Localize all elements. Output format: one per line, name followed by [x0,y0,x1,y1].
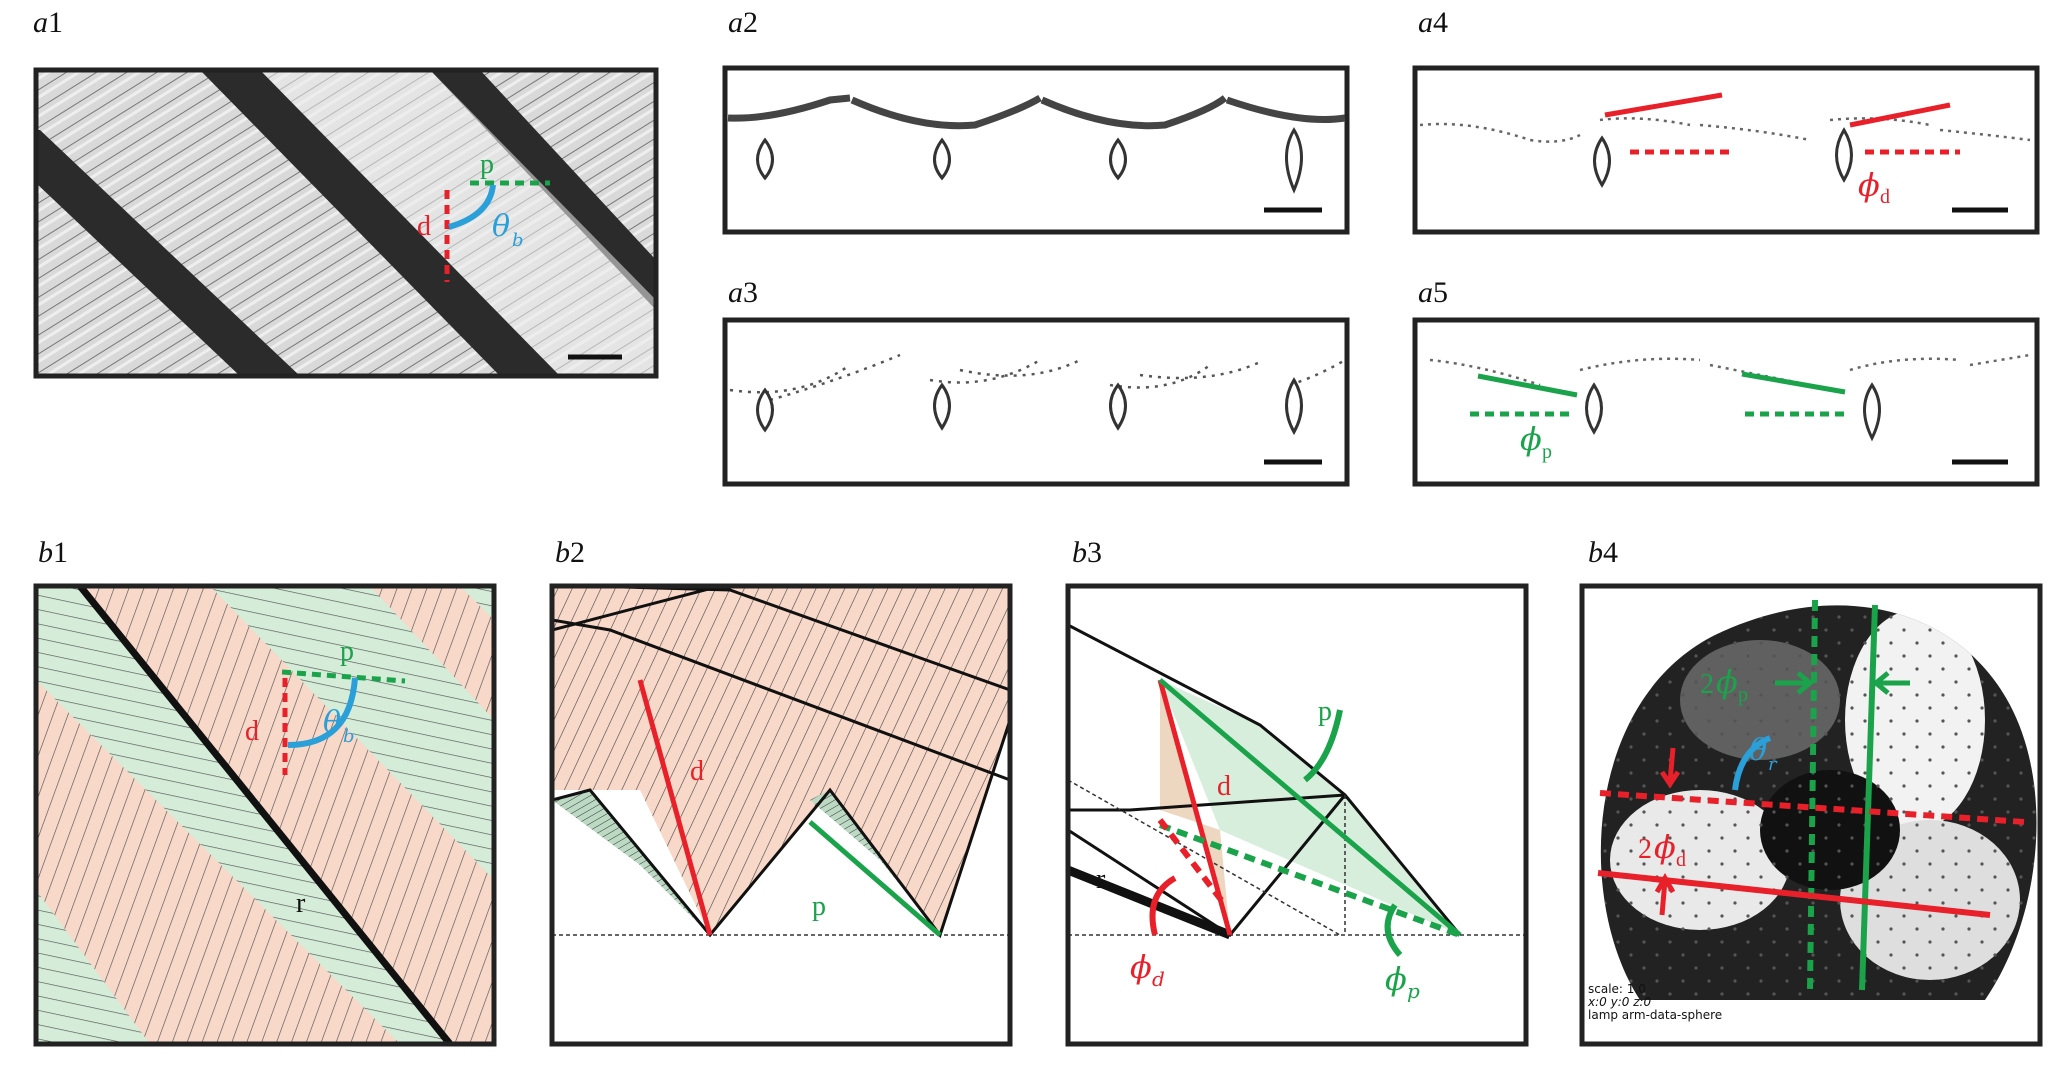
a4-phi-label: ϕ [1858,166,1880,204]
b4-two-p: 2 [1700,669,1714,700]
b1-theta-sub: b [343,726,355,747]
b1-rachis [77,586,453,1044]
b4-arrow-bottom [1654,872,1676,916]
b2-p-label: p [812,891,826,922]
b4-phi-d-label: ϕ [1654,828,1676,866]
b4-arrow-right [1872,671,1910,695]
panel-a5 [1412,317,2040,487]
b4-theta-arc [1732,735,1772,791]
panel-label-a3: a3 [728,276,758,309]
b4-arrow-top [1659,747,1681,789]
a5-phi-sub: p [1542,441,1552,463]
b4-readout-scale: scale: 1.0 [1588,982,1646,996]
b4-arrow-left [1775,671,1814,695]
panel-b1 [33,583,497,1047]
a4-red-line-2 [1849,102,1951,128]
panel-label-a5: a5 [1418,276,1448,309]
b3-phi-p-label: ϕ [1385,960,1407,998]
panel-a1-micrograph [33,67,659,379]
panel-label-a2: a2 [728,6,758,39]
a1-p-label: p [480,149,494,180]
a1-theta-arc [448,184,496,230]
b3-phi-p-arrow [1384,903,1403,957]
b1-theta-label: θ [323,705,341,740]
panel-a3 [722,317,1350,487]
a1-d-label: d [417,211,431,242]
a4-phi-sub: d [1880,186,1890,208]
b1-theta-arc [287,677,358,748]
panel-label-a4: a4 [1418,6,1448,39]
panel-label-b2: b2 [555,536,585,569]
b4-theta-sub: r [1768,754,1778,775]
a5-phi-label: ϕ [1520,420,1542,458]
panel-label-b1: b1 [38,536,68,569]
b4-phi-p-sub: p [1738,684,1748,706]
b4-green-line [1859,604,1878,991]
a1-theta-sub: b [512,230,524,251]
b3-p-label: p [1318,696,1332,727]
a4-red-line-1 [1604,92,1723,118]
b3-phi-d-arrow [1149,875,1177,936]
panel-a4 [1412,65,2040,235]
b3-phi-d-sub: d [1152,967,1165,991]
a5-green-line-2 [1741,371,1846,395]
b3-r-label: r [1096,864,1106,895]
b3-phi-d-label: ϕ [1130,948,1152,986]
a5-green-line-1 [1477,373,1578,398]
panel-label-b3: b3 [1072,536,1102,569]
a1-theta-label: θ [492,209,510,244]
b1-r-label: r [296,888,306,919]
panel-b3 [1065,583,1529,1047]
b1-p-line [281,669,406,684]
b4-green-dash [1807,599,1818,991]
b4-two-d: 2 [1638,834,1652,865]
b4-readout-name: lamp arm-data-sphere [1588,1008,1722,1022]
b3-p-line [1158,678,1462,937]
b3-rachis [1068,865,1232,940]
panel-label-b4: b4 [1588,536,1618,569]
b3-phi-p-sub: p [1407,979,1420,1003]
b4-theta-label: θ [1749,733,1767,768]
b1-p-label: p [340,636,354,667]
b4-readout-coords: x:0 y:0 z:0 [1587,995,1652,1009]
b2-d-label: d [690,756,704,787]
b2-d-line [637,679,713,936]
b1-d-label: d [245,716,259,747]
b3-p-arrow [1303,709,1343,783]
b4-phi-d-sub: d [1676,849,1686,871]
panel-label-a1: a1 [33,6,63,39]
panel-b2 [549,583,1013,1047]
b4-phi-p-label: ϕ [1716,663,1738,701]
b3-d-label: d [1217,771,1231,802]
b4-sphere [1600,605,2037,1000]
b2-p-line [808,820,942,937]
panel-a2 [722,65,1350,235]
panel-b4 [1579,583,2043,1047]
